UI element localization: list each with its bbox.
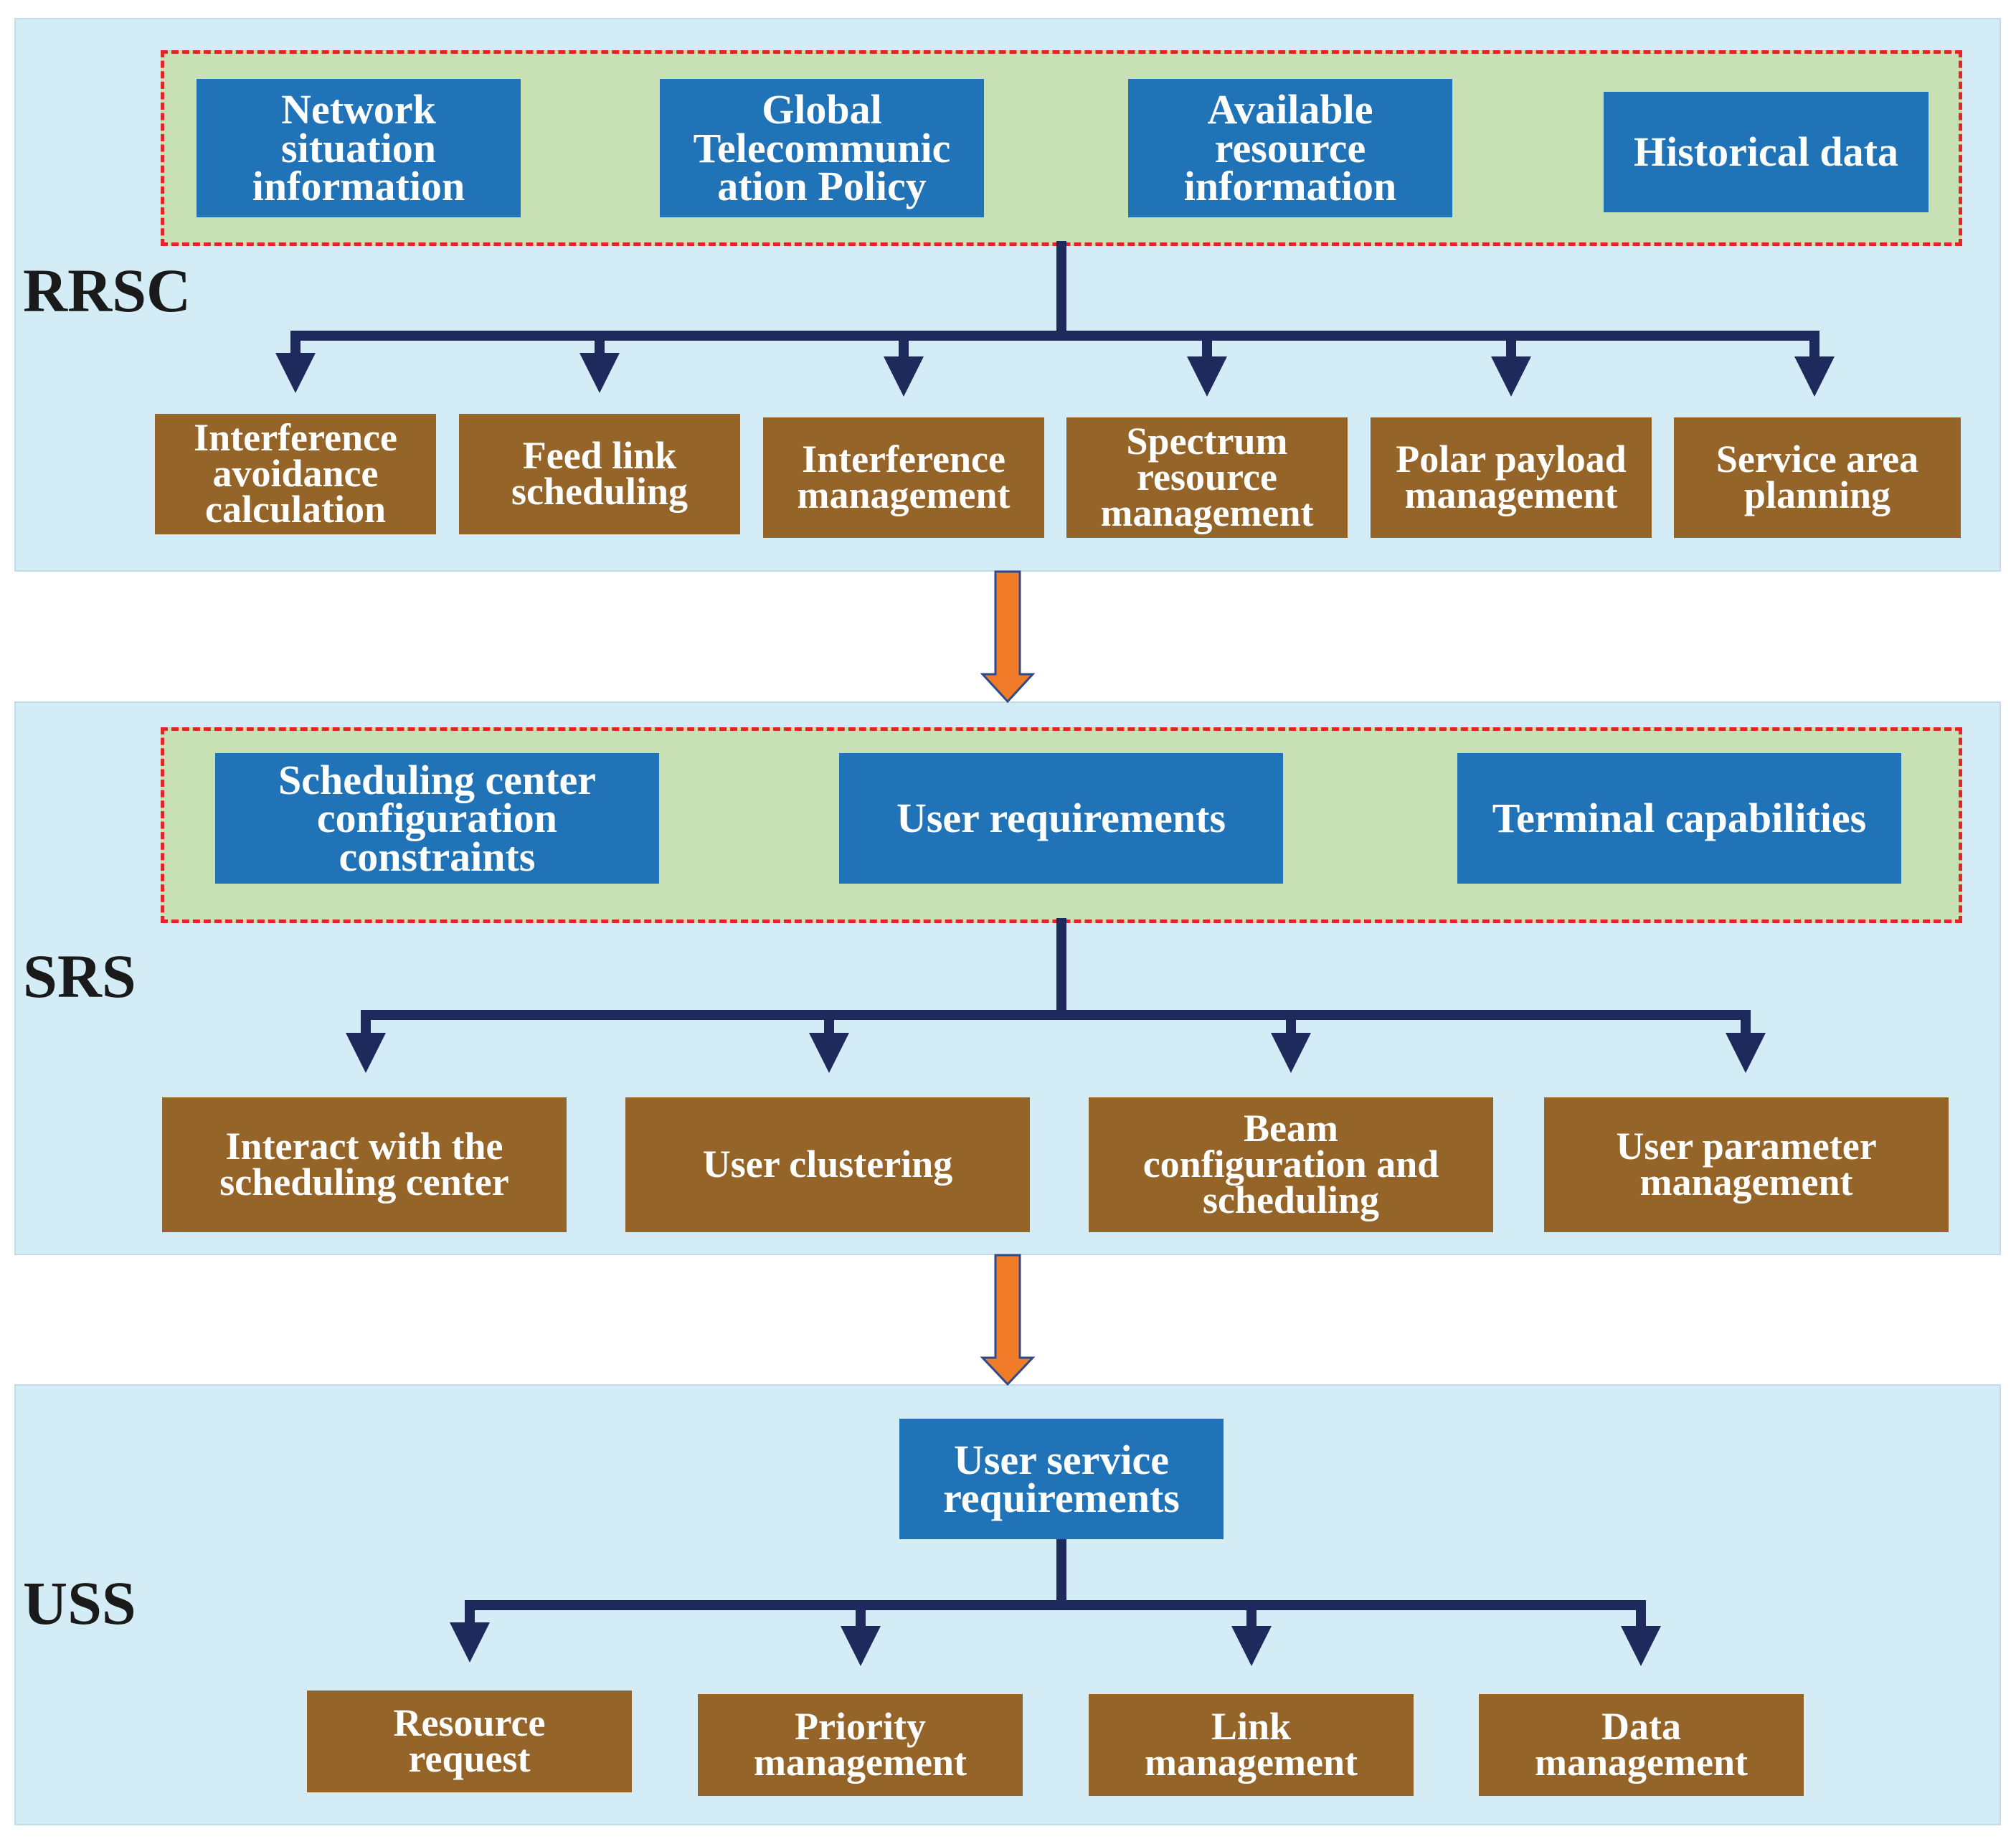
srs-to-uss-arrow: [980, 1254, 1036, 1386]
rrsc-function-spectrum-resource: Spectrum resource management: [1066, 417, 1348, 538]
uss-layer-label: USS: [23, 1569, 136, 1637]
rrsc-function-service-area-planning: Service area planning: [1674, 417, 1961, 538]
rrsc-input-network-situation: Network situation information: [197, 79, 521, 217]
rrsc-function-polar-payload: Polar payload management: [1371, 417, 1652, 538]
rrsc-input-historical-data: Historical data: [1604, 92, 1929, 212]
uss-input-user-service-requirements: User service requirements: [899, 1419, 1224, 1539]
srs-input-scheduling-center-constraints: Scheduling center configuration constrai…: [215, 753, 659, 884]
rrsc-function-interference-avoidance: Interference avoidance calculation: [155, 414, 436, 534]
srs-function-user-parameter-management: User parameter management: [1544, 1097, 1949, 1232]
uss-function-resource-request: Resource request: [307, 1691, 632, 1792]
rrsc-input-available-resource: Available resource information: [1128, 79, 1452, 217]
srs-layer-label: SRS: [23, 942, 136, 1011]
srs-input-user-requirements: User requirements: [839, 753, 1283, 884]
srs-function-interact-scheduling-center: Interact with the scheduling center: [162, 1097, 567, 1232]
srs-function-user-clustering: User clustering: [625, 1097, 1030, 1232]
rrsc-function-interference-management: Interference management: [763, 417, 1044, 538]
uss-function-link-management: Link management: [1089, 1694, 1414, 1796]
srs-input-terminal-capabilities: Terminal capabilities: [1457, 753, 1901, 884]
rrsc-function-feed-link-scheduling: Feed link scheduling: [459, 414, 740, 534]
rrsc-to-srs-arrow: [980, 570, 1036, 704]
rrsc-layer-label: RRSC: [23, 256, 191, 325]
rrsc-input-global-telecom-policy: Global Telecommunic ation Policy: [660, 79, 984, 217]
uss-function-priority-management: Priority management: [698, 1694, 1023, 1796]
srs-function-beam-configuration: Beam configuration and scheduling: [1089, 1097, 1493, 1232]
uss-function-data-management: Data management: [1479, 1694, 1804, 1796]
